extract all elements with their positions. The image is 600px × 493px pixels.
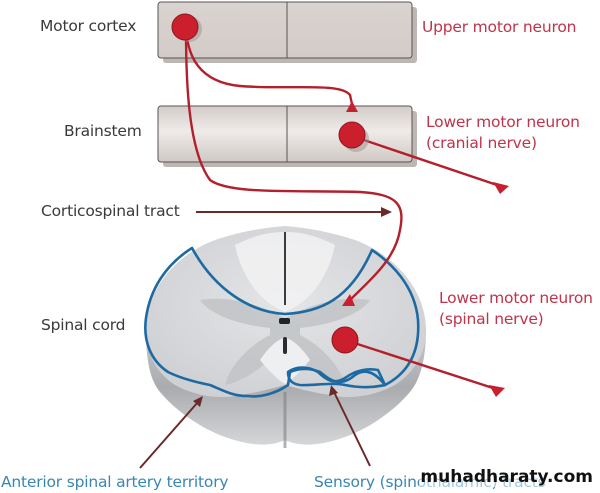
label-upper-motor-neuron: Upper motor neuron	[422, 18, 577, 36]
corticospinal-tract-pointer	[196, 207, 392, 217]
sensory-tract-outline	[286, 366, 387, 389]
ventral-fissure-region	[260, 338, 310, 384]
corticospinal-pointer-arrowhead	[381, 207, 392, 217]
cranial-nerve-axon	[351, 134, 501, 188]
label-spinal-cord: Spinal cord	[41, 316, 126, 334]
upper-motor-neuron-soma	[171, 13, 199, 41]
corticospinal-axon	[184, 29, 403, 301]
brainstem-box	[157, 105, 417, 167]
label-anterior-spinal-artery-territory: Anterior spinal artery territory	[1, 473, 229, 491]
central-canal	[279, 318, 290, 324]
spinal-synapse-arrowhead	[342, 294, 355, 306]
label-lower-motor-neuron-cranial-line2: (cranial nerve)	[426, 134, 537, 152]
lower-motor-neuron-spinal-soma	[331, 326, 359, 354]
label-lower-motor-neuron-cranial-line1: Lower motor neuron	[426, 113, 580, 131]
label-lower-motor-neuron-spinal-line2: (spinal nerve)	[439, 310, 544, 328]
label-brainstem: Brainstem	[64, 122, 142, 140]
spinal-nerve-axon	[344, 338, 497, 391]
lower-motor-neuron-cranial	[338, 121, 509, 194]
brainstem-synapse-arrowhead	[346, 101, 358, 112]
corticobulbar-axon	[184, 29, 354, 105]
cranial-nerve-arrowhead	[493, 182, 509, 194]
sensory-tracts-pointer	[329, 385, 371, 467]
spinal-nerve-arrowhead	[489, 385, 505, 397]
lower-motor-neuron-cranial-soma	[338, 121, 366, 149]
label-lower-motor-neuron-spinal-line1: Lower motor neuron	[439, 289, 593, 307]
watermark: muhadharaty.com	[419, 467, 594, 487]
label-corticospinal-tract: Corticospinal tract	[41, 202, 180, 220]
ventral-median-fissure	[283, 337, 287, 354]
label-motor-cortex: Motor cortex	[40, 17, 137, 35]
upper-motor-neuron-pathway	[171, 13, 403, 306]
motor-cortex-box	[157, 1, 417, 63]
anterior-spinal-artery-pointer	[139, 396, 203, 469]
lower-motor-neuron-spinal	[331, 326, 505, 397]
spinal-cord-section	[144, 226, 426, 448]
